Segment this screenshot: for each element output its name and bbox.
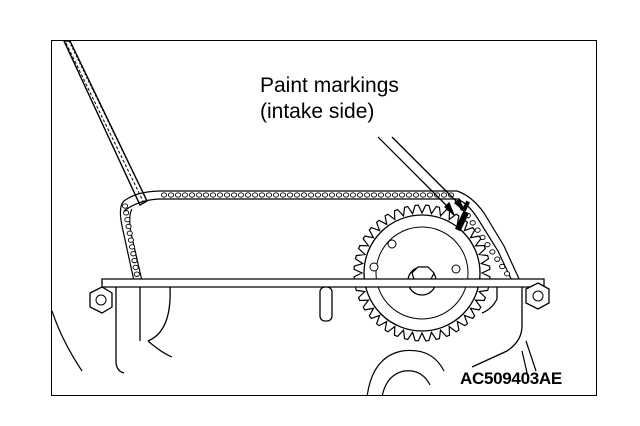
chain-link (124, 216, 131, 223)
chain-link (314, 192, 322, 198)
chain-link (391, 192, 399, 198)
chain-link (123, 210, 130, 216)
chain-link (489, 249, 496, 255)
chain-link (321, 192, 329, 198)
callout-leaders (377, 136, 465, 216)
chain-link (398, 192, 406, 198)
chain-link (363, 192, 371, 198)
paint-mark (455, 200, 470, 232)
chain-link (127, 237, 134, 243)
chain-link (130, 251, 137, 257)
chain-link (132, 264, 139, 271)
chain-link (356, 192, 364, 198)
chain-link (412, 192, 420, 198)
chain-link (209, 192, 217, 198)
chain-link (272, 192, 280, 198)
chain-link (504, 271, 511, 277)
chain-link (125, 223, 132, 230)
chain-link (474, 227, 481, 233)
chain-link (440, 192, 448, 198)
lower-engine-details (52, 310, 537, 395)
chain-link (126, 230, 133, 236)
chain-link (244, 192, 252, 198)
chain-link (484, 241, 491, 248)
cover-bolt-left (89, 286, 113, 314)
chain-link (384, 192, 392, 198)
chain-link (230, 192, 238, 198)
chain-link (377, 192, 385, 198)
chain-link (328, 192, 336, 198)
chain-link (121, 203, 129, 209)
chain-link (174, 192, 182, 198)
chain-link (133, 271, 140, 277)
callout-line-1: Paint markings (260, 74, 399, 97)
chain-link (494, 256, 501, 262)
chain-link (419, 192, 427, 198)
chain-link (202, 192, 210, 198)
figure-code: AC509403AE (460, 369, 562, 388)
figure-frame: Paint markings (intake side) AC509403AE (51, 40, 597, 396)
chain-link (349, 192, 357, 198)
chain-link (335, 192, 343, 198)
chain-link (286, 192, 294, 198)
chain-link (293, 192, 301, 198)
chain-link (223, 192, 231, 198)
chain-link (469, 220, 476, 226)
callout-line-2: (intake side) (260, 100, 375, 123)
chain-link (426, 192, 434, 198)
chain-link (258, 192, 266, 198)
chain-link (279, 192, 287, 198)
chain-link (342, 192, 350, 198)
chain-link (131, 257, 138, 264)
chain-link (167, 192, 175, 198)
cover-bolt-right (525, 282, 550, 310)
chain-link (188, 192, 196, 198)
chain-link (300, 192, 308, 198)
chain-link (307, 192, 315, 198)
chain-link (265, 192, 273, 198)
chain-link (160, 192, 168, 198)
cylinder-head-cover (101, 278, 545, 374)
camshaft-sprocket (353, 204, 491, 342)
chain-link (370, 192, 378, 198)
chain-guide-lever (63, 41, 148, 206)
chain-link (405, 192, 413, 198)
timing-chain-illustration (52, 41, 550, 395)
chain-link (195, 192, 203, 198)
chain-link (129, 244, 136, 250)
chain-link (181, 192, 189, 198)
chain-link (237, 192, 245, 198)
chain-link (499, 263, 506, 270)
chain-link (251, 192, 259, 198)
chain-link (216, 192, 224, 198)
